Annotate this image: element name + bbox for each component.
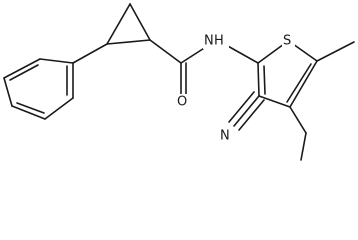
bond-thiophene-s-c5 <box>292 43 318 62</box>
label-bg-n-nitrile <box>219 128 233 144</box>
bond-phenyl-3 <box>3 77 13 107</box>
bond-phenyl-to-cyclopropane <box>72 43 108 64</box>
bond-phenyl-double-1 <box>9 64 39 81</box>
bond-methyl <box>316 41 355 62</box>
bond-cyclopropane-2 <box>129 3 151 41</box>
bond-cyclopropane-3 <box>106 39 151 45</box>
atom-label-h-amide: H <box>214 34 224 49</box>
bond-ethyl-2 <box>300 132 307 161</box>
bond-phenyl-2 <box>3 58 41 79</box>
bond-thiophene-c2-s <box>257 43 285 64</box>
bond-cyclopropane-to-carbonyl <box>149 39 182 64</box>
atom-label-n-nitrile: N <box>220 129 230 144</box>
bond-phenyl-5 <box>44 97 74 120</box>
label-bg-nh <box>203 33 229 49</box>
bond-nitrile-2 <box>228 91 255 123</box>
bond-phenyl-1 <box>39 58 74 64</box>
cyclopropane-ring <box>72 3 151 64</box>
bond-phenyl-double-2 <box>16 102 45 114</box>
bond-thiophene-c3-c2-double <box>263 65 266 95</box>
phenyl-ring <box>3 58 74 120</box>
bond-thiophene-c3-c2 <box>257 62 260 97</box>
bond-n-to-thiophene <box>225 44 259 64</box>
label-bg-o <box>176 94 190 110</box>
thiophene-ring <box>257 43 318 108</box>
chemical-structure: N H O S N <box>3 3 355 161</box>
bond-ethyl-1 <box>289 106 307 134</box>
bond-thiophene-c4-c3 <box>258 95 291 108</box>
bond-nitrile-1 <box>233 95 260 127</box>
nitrile-group <box>228 91 265 131</box>
bond-thiophene-c5-c4 <box>289 60 318 108</box>
atom-label-o-carbonyl: O <box>177 95 187 110</box>
ethyl-group <box>289 106 307 161</box>
label-bg-s <box>282 33 295 49</box>
atom-labels: N H O S N <box>176 33 295 144</box>
atom-label-s-thiophene: S <box>283 34 291 49</box>
atom-label-n-amide: N <box>204 34 214 49</box>
bond-thiophene-c5-c4-double <box>286 63 312 103</box>
bond-cyclopropane-1 <box>106 3 131 45</box>
bond-nitrile-3 <box>238 99 265 131</box>
bond-phenyl-4 <box>11 105 46 120</box>
